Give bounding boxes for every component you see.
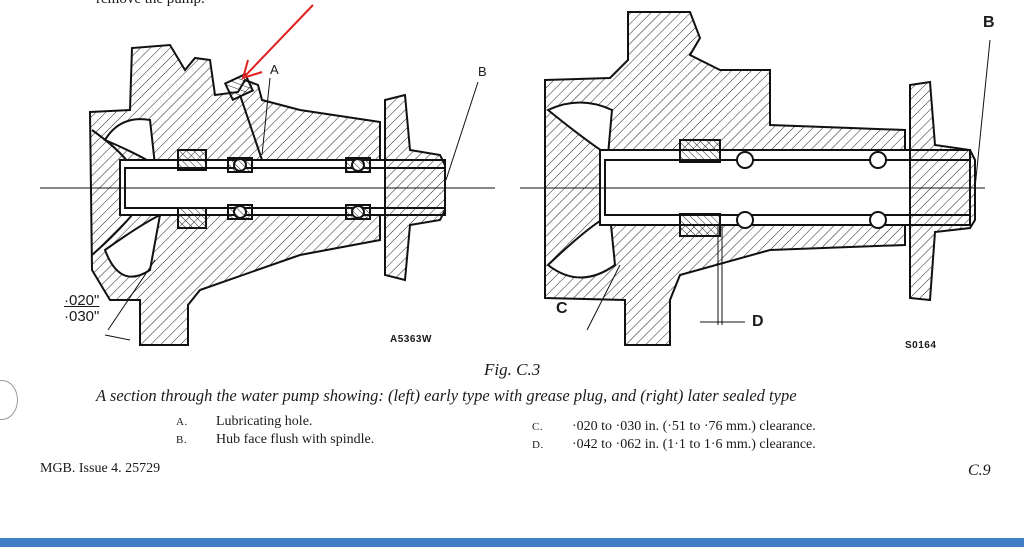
callout-d: D — [752, 313, 764, 330]
legend-text: ·020 to ·030 in. (·51 to ·76 mm.) cleara… — [572, 419, 816, 434]
left-drawing-code: A5363W — [390, 334, 432, 345]
footer-issue: MGB. Issue 4. 25729 — [40, 461, 161, 476]
figure-number: Fig. C.3 — [484, 360, 541, 379]
red-arrow — [241, 4, 314, 80]
legend-item-c: C. ·020 to ·030 in. (·51 to ·76 mm.) clea… — [532, 419, 816, 435]
legend-text: ·042 to ·062 in. (1·1 to 1·6 mm.) cleara… — [572, 437, 816, 452]
clearance-top-label: ·020" — [64, 292, 100, 309]
right-pump-section — [520, 11, 991, 346]
legend-text: Hub face flush with spindle. — [216, 432, 375, 447]
right-drawing-code: S0164 — [905, 340, 937, 351]
figure-caption: A section through the water pump showing… — [96, 386, 797, 405]
scanner-edge — [0, 538, 1024, 547]
legend-letter: A. — [176, 416, 188, 428]
legend-item-d: D. ·042 to ·062 in. (1·1 to 1·6 mm.) clea… — [532, 437, 816, 453]
header-fragment: remove the pump. — [96, 0, 205, 8]
legend-letter: D. — [532, 439, 544, 451]
legend-letter: B. — [176, 434, 188, 446]
callout-c: C — [556, 300, 568, 317]
callout-a: A — [270, 62, 279, 77]
left-pump-section — [40, 43, 495, 346]
legend-item-a: A. Lubricating hole. — [176, 414, 312, 430]
legend-text: Lubricating hole. — [216, 414, 313, 429]
clearance-bottom-label: ·030" — [64, 308, 100, 325]
legend-item-b: B. Hub face flush with spindle. — [176, 432, 374, 448]
callout-b-left: B — [478, 64, 487, 79]
callout-b-right: B — [983, 14, 995, 31]
page-number: C.9 — [968, 462, 991, 479]
legend-letter: C. — [532, 421, 544, 433]
right-hub-flange — [909, 80, 976, 302]
